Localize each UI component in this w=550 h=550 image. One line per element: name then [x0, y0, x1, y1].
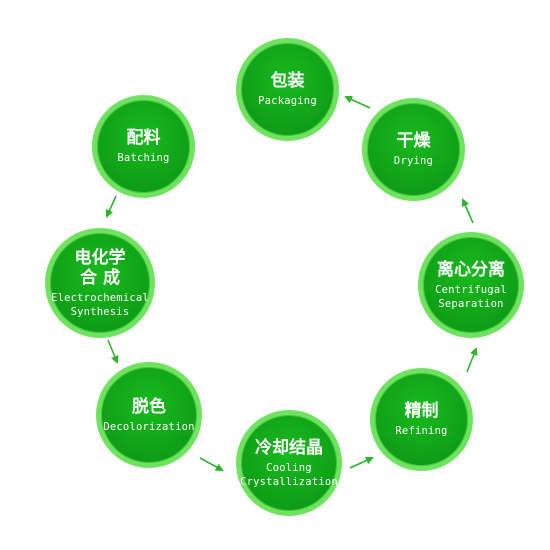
node-label-en: Refining	[395, 425, 448, 437]
arrow-cooling-to-refining	[349, 456, 374, 469]
node-decolorization: 脱色 Decolorization	[96, 362, 202, 468]
node-label-en: Batching	[117, 152, 170, 164]
node-label-en: Decolorization	[103, 420, 195, 433]
node-label-en: Electrochemical Synthesis	[51, 291, 149, 318]
node-label-zh: 电化学 合 成	[74, 247, 126, 288]
arrow-batching-to-electrochemical	[105, 195, 117, 218]
node-cooling-crystallization: 冷却结晶 Cooling Crystallization	[236, 410, 342, 516]
arrow-centrifugal-to-drying	[461, 198, 474, 224]
node-label-zh: 冷却结晶	[255, 437, 323, 458]
arrow-refining-to-centrifugal	[466, 347, 478, 373]
node-label-zh: 精制	[404, 401, 439, 421]
node-label-en: Drying	[393, 155, 434, 167]
arrow-electrochemical-to-decolorization	[107, 339, 119, 364]
node-label-en: Cooling Crystallization	[240, 461, 338, 488]
node-batching: 配料 Batching	[92, 95, 195, 198]
node-centrifugal-separation: 离心分离 Centrifugal Separation	[418, 232, 524, 338]
node-refining: 精制 Refining	[370, 368, 473, 471]
node-label-zh: 离心分离	[437, 259, 505, 280]
node-electrochemical-synthesis: 电化学 合 成 Electrochemical Synthesis	[45, 228, 155, 338]
node-label-zh: 包装	[270, 71, 305, 91]
node-label-zh: 脱色	[132, 396, 166, 417]
node-drying: 干燥 Drying	[362, 98, 465, 201]
node-label-en: Centrifugal Separation	[435, 283, 507, 310]
node-label-zh: 配料	[126, 128, 161, 148]
node-packaging: 包装 Packaging	[236, 38, 339, 141]
arrow-drying-to-packaging	[344, 95, 371, 109]
node-label-zh: 干燥	[396, 131, 431, 151]
arrow-decolorization-to-cooling	[199, 457, 224, 471]
node-label-en: Packaging	[258, 95, 317, 107]
